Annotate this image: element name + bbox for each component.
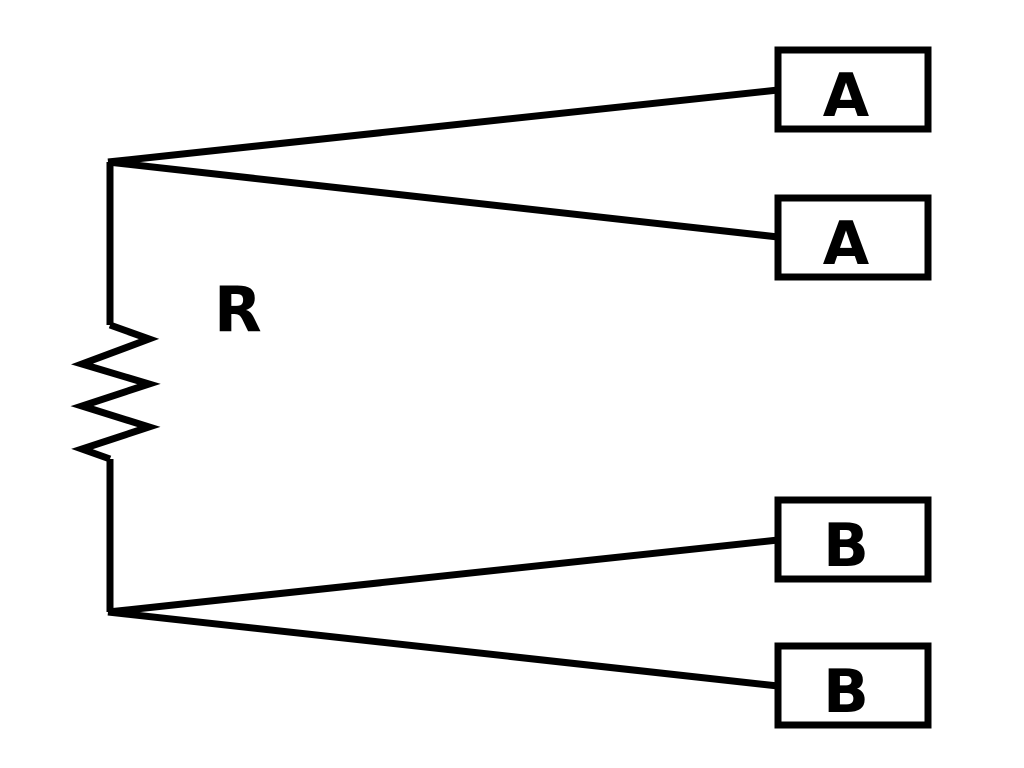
terminal-box (774, 46, 932, 133)
terminal-label: B (823, 511, 869, 581)
terminal-b1: B (774, 496, 932, 583)
terminal-label: B (823, 657, 869, 727)
terminal-a1: A (774, 46, 932, 133)
terminal-label: A (823, 61, 870, 131)
wire-to-terminal-b1 (107, 536, 779, 616)
terminal-label: A (823, 209, 870, 279)
wire-to-terminal-a1 (107, 86, 779, 166)
wire-to-terminal-a2 (107, 158, 779, 241)
resistor-symbol (70, 321, 161, 463)
terminal-box (774, 496, 932, 583)
resistor-label: R (214, 273, 262, 346)
terminal-box (774, 194, 932, 281)
terminal-box (774, 642, 932, 729)
wire-to-terminal-b2 (107, 608, 779, 690)
terminal-a2: A (774, 194, 932, 281)
terminal-b2: B (774, 642, 932, 729)
